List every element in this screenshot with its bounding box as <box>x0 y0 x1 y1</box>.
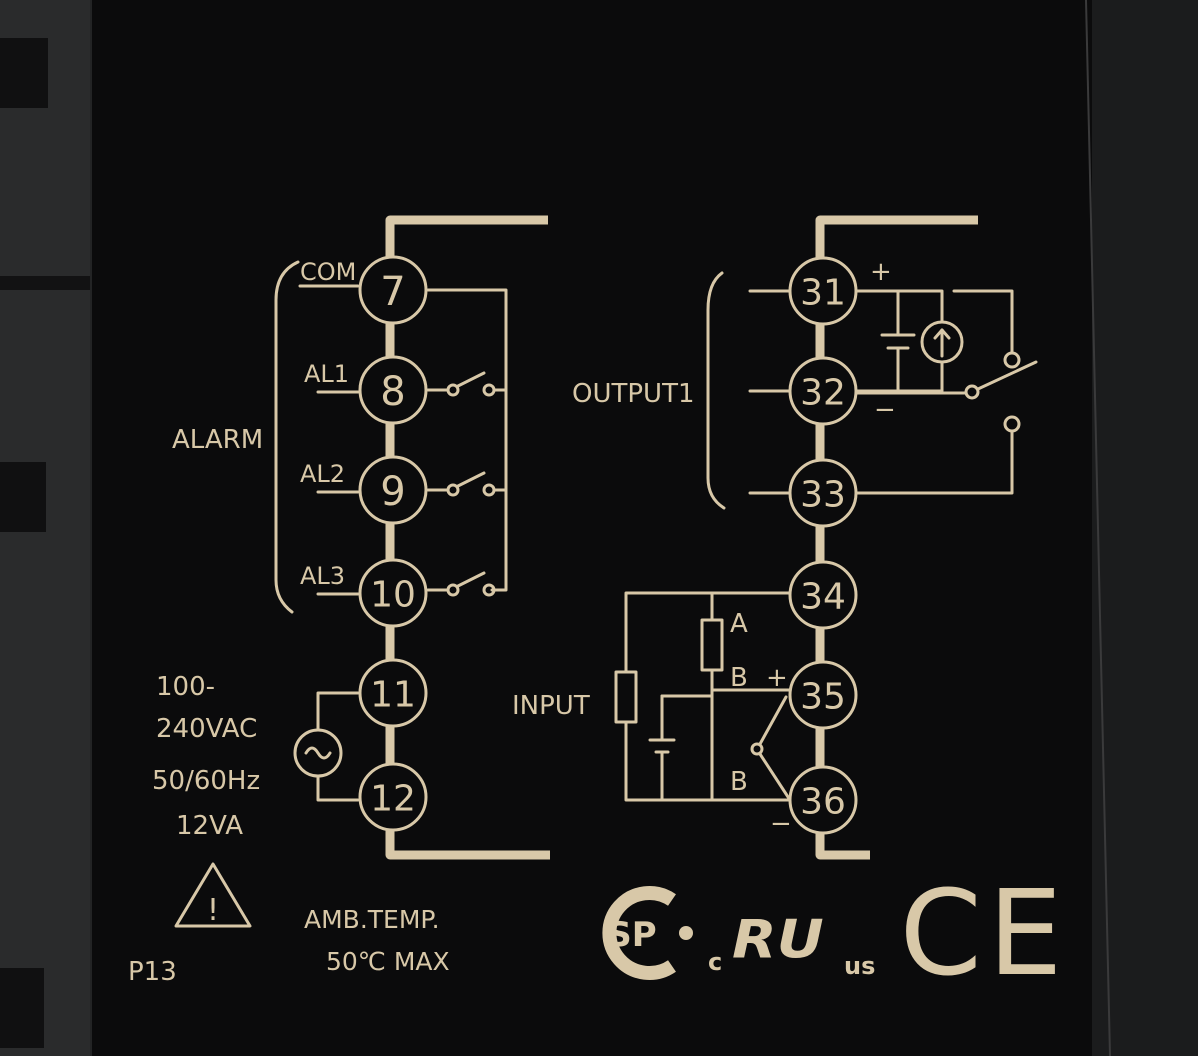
power-rating: 12VA <box>176 811 243 841</box>
al1-label: AL1 <box>304 360 349 388</box>
terminal-12-number: 12 <box>370 779 416 820</box>
power-voltage-line1: 100- <box>156 672 215 702</box>
input-thermocouple-junction <box>750 742 764 756</box>
terminal-32-number: 32 <box>800 373 846 414</box>
terminal-36-ring <box>788 765 858 835</box>
terminal-7-number: 7 <box>380 269 405 315</box>
terminal-9-number: 9 <box>380 469 405 515</box>
output-relay-contact-no <box>1003 351 1021 369</box>
output-wiring <box>706 271 1038 510</box>
terminal-34-ring <box>788 560 858 630</box>
input-terminal-b-lower: B <box>730 767 748 797</box>
warning-exclamation: ! <box>207 893 219 928</box>
terminal-36-number: 36 <box>800 782 846 823</box>
terminal-10-number: 10 <box>370 575 416 616</box>
terminal-11-ring <box>358 658 428 728</box>
input-terminal-b-upper: B <box>730 663 748 693</box>
al2-label: AL2 <box>300 460 345 488</box>
ce-mark-logo: CE <box>900 864 1069 1002</box>
left-terminal-bus <box>385 215 550 860</box>
input-wiring <box>614 591 792 802</box>
terminal-7-ring <box>358 255 428 325</box>
right-housing-rail <box>1092 0 1198 1056</box>
housing-slot-1 <box>0 38 48 108</box>
terminal-34-number: 34 <box>800 577 846 618</box>
ul-c-text: c <box>708 948 722 976</box>
panel-edge-line <box>1085 0 1111 1056</box>
terminal-8-number: 8 <box>380 369 405 415</box>
csa-mark-logo: SP <box>602 886 693 980</box>
input-terminal-a: A <box>730 609 748 639</box>
alarm-group-label: ALARM <box>172 425 263 455</box>
warning-triangle-icon <box>174 862 252 928</box>
ambient-temp-line2: 50℃ MAX <box>326 947 450 976</box>
right-terminal-bus <box>815 215 978 860</box>
input-plus-sign: + <box>766 663 788 693</box>
alarm-wiring <box>274 260 508 614</box>
terminal-12-ring <box>358 762 428 832</box>
terminal-8-ring <box>358 355 428 425</box>
housing-slot-2 <box>0 462 46 532</box>
output-plus-sign: + <box>870 257 892 287</box>
csa-mark-text: SP <box>607 915 656 955</box>
al3-label: AL3 <box>300 562 345 590</box>
power-wiring <box>293 691 360 802</box>
terminal-33-ring <box>788 458 858 528</box>
terminal-32-ring <box>788 356 858 426</box>
terminal-10-ring <box>358 558 428 628</box>
label-panel <box>92 0 1092 1056</box>
com-label: COM <box>300 258 356 286</box>
ac-source-symbol <box>293 728 343 778</box>
power-frequency: 50/60Hz <box>152 766 260 796</box>
terminal-35-ring <box>788 660 858 730</box>
terminal-11-number: 11 <box>370 675 416 716</box>
power-voltage-line2: 240VAC <box>156 714 257 744</box>
alarm-bracket <box>274 260 300 614</box>
terminal-33-number: 33 <box>800 475 846 516</box>
input-label: INPUT <box>512 691 590 721</box>
terminal-31-ring <box>788 256 858 326</box>
model-code: P13 <box>128 957 177 987</box>
output-bracket <box>706 271 726 510</box>
terminal-9-ring <box>358 455 428 525</box>
ul-us-text: us <box>844 952 875 980</box>
ambient-temp-line1: AMB.TEMP. <box>304 905 440 934</box>
input-minus-sign: − <box>770 809 792 839</box>
terminal-31-number: 31 <box>800 273 846 314</box>
terminal-35-number: 35 <box>800 677 846 718</box>
ul-recognized-mark-logo: c RU us <box>708 910 875 980</box>
output-minus-sign: − <box>874 395 896 425</box>
ul-mark-text: RU <box>732 910 824 971</box>
output1-label: OUTPUT1 <box>572 379 695 409</box>
housing-seam-top <box>0 276 90 290</box>
housing-slot-3 <box>0 968 44 1048</box>
